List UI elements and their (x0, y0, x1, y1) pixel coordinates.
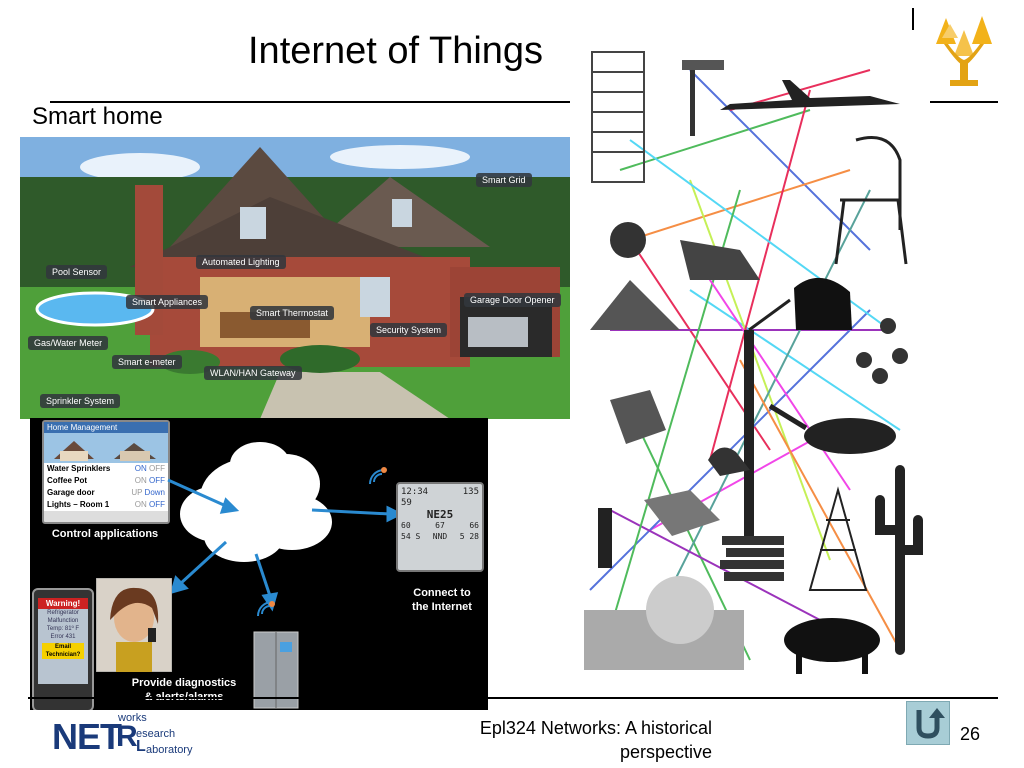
footer-rule (28, 697, 998, 699)
label-smart-thermostat: Smart Thermostat (250, 306, 334, 320)
weather-time: 12:34 (401, 487, 429, 497)
row-name: Lights – Room 1 (47, 500, 110, 509)
smart-home-illustration: Smart Grid Automated Lighting Pool Senso… (20, 137, 572, 419)
weather-station-display: 12:34 135 59 NE25 60 67 66 54 S NND 5 28 (396, 482, 484, 572)
state-a[interactable]: ON (134, 476, 147, 485)
university-logo (936, 16, 992, 86)
label-gas-water-meter: Gas/Water Meter (28, 336, 109, 350)
phone-device: Warning! Refrigerator Malfunction Temp: … (32, 588, 94, 710)
return-arrow-icon (916, 708, 945, 739)
logo-l: L (136, 738, 146, 755)
state-a[interactable]: UP (131, 488, 143, 497)
state-b[interactable]: OFF (149, 500, 165, 509)
slide-title: Internet of Things (248, 30, 544, 72)
woman-with-phone-photo (96, 578, 172, 672)
label-sprinkler-system: Sprinkler System (40, 394, 121, 408)
home-management-header: Home Management (44, 422, 168, 433)
row-name: Water Sprinklers (47, 464, 111, 473)
footer-course-title: Epl324 Networks: A historical perspectiv… (479, 718, 712, 762)
label-pool-sensor: Pool Sensor (46, 265, 108, 279)
warning-screen: Warning! Refrigerator Malfunction Temp: … (38, 598, 88, 684)
control-applications-label: Control applications (51, 528, 159, 540)
state-a[interactable]: ON (134, 464, 147, 473)
label-wlan-han-gateway: WLAN/HAN Gateway (204, 366, 302, 380)
logo-esearch: esearch (136, 728, 176, 740)
page-number: 26 (960, 724, 981, 744)
title-divider (912, 8, 914, 36)
warning-line: Temp: 81º F (46, 626, 80, 632)
logo-works: works (118, 712, 147, 724)
weather-low1: 60 (401, 521, 411, 530)
warning-line: Malfunction (47, 618, 79, 624)
logo-aboratory: aboratory (146, 744, 193, 756)
logo-net: NET (52, 716, 122, 757)
warning-title: Warning! (38, 598, 88, 609)
weather-line2: 59 (401, 498, 412, 508)
weather-w3: 5 28 (459, 532, 479, 541)
state-b[interactable]: Down (144, 488, 165, 497)
technician-label: Technician? (45, 652, 81, 658)
slide-subtitle: Smart home (32, 103, 163, 130)
weather-temp: 135 (462, 487, 479, 497)
weather-low3: 66 (469, 521, 479, 530)
state-a[interactable]: ON (134, 500, 147, 509)
label-garage-door-opener: Garage Door Opener (464, 293, 561, 307)
diagnostics-label: Provide diagnostics & alerts/alarms (110, 676, 258, 704)
label-smart-e-meter: Smart e-meter (112, 355, 182, 369)
warning-line: Refrigerator (47, 610, 79, 616)
netrl-logo: NET R works esearch L aboratory (52, 712, 202, 760)
weather-wind: NE25 (426, 508, 454, 521)
connect-internet-label: Connect to the Internet (400, 586, 484, 614)
state-b[interactable]: OFF (149, 464, 165, 473)
weather-w1: 54 S (401, 532, 421, 541)
email-label: Email (54, 644, 71, 650)
label-smart-grid: Smart Grid (476, 173, 532, 187)
weather-low2: 67 (435, 521, 445, 530)
return-arrow-button[interactable] (906, 701, 950, 745)
title-rule (50, 101, 998, 103)
email-technician-button[interactable]: Email Technician? (42, 643, 84, 659)
connected-objects-collage (570, 30, 930, 680)
label-smart-appliances: Smart Appliances (126, 295, 209, 309)
label-automated-lighting: Automated Lighting (196, 255, 286, 269)
state-b[interactable]: OFF (149, 476, 165, 485)
connect-line1: Connect to (413, 587, 471, 599)
label-security-system: Security System (370, 323, 448, 337)
warning-line: Error 431 (50, 634, 76, 640)
logo-r: R (116, 720, 138, 753)
connect-line2: the Internet (412, 601, 472, 613)
row-name: Garage door (47, 488, 95, 497)
weather-w2: NND (432, 532, 448, 541)
diag-line1: Provide diagnostics (131, 677, 237, 689)
row-name: Coffee Pot (47, 476, 87, 485)
